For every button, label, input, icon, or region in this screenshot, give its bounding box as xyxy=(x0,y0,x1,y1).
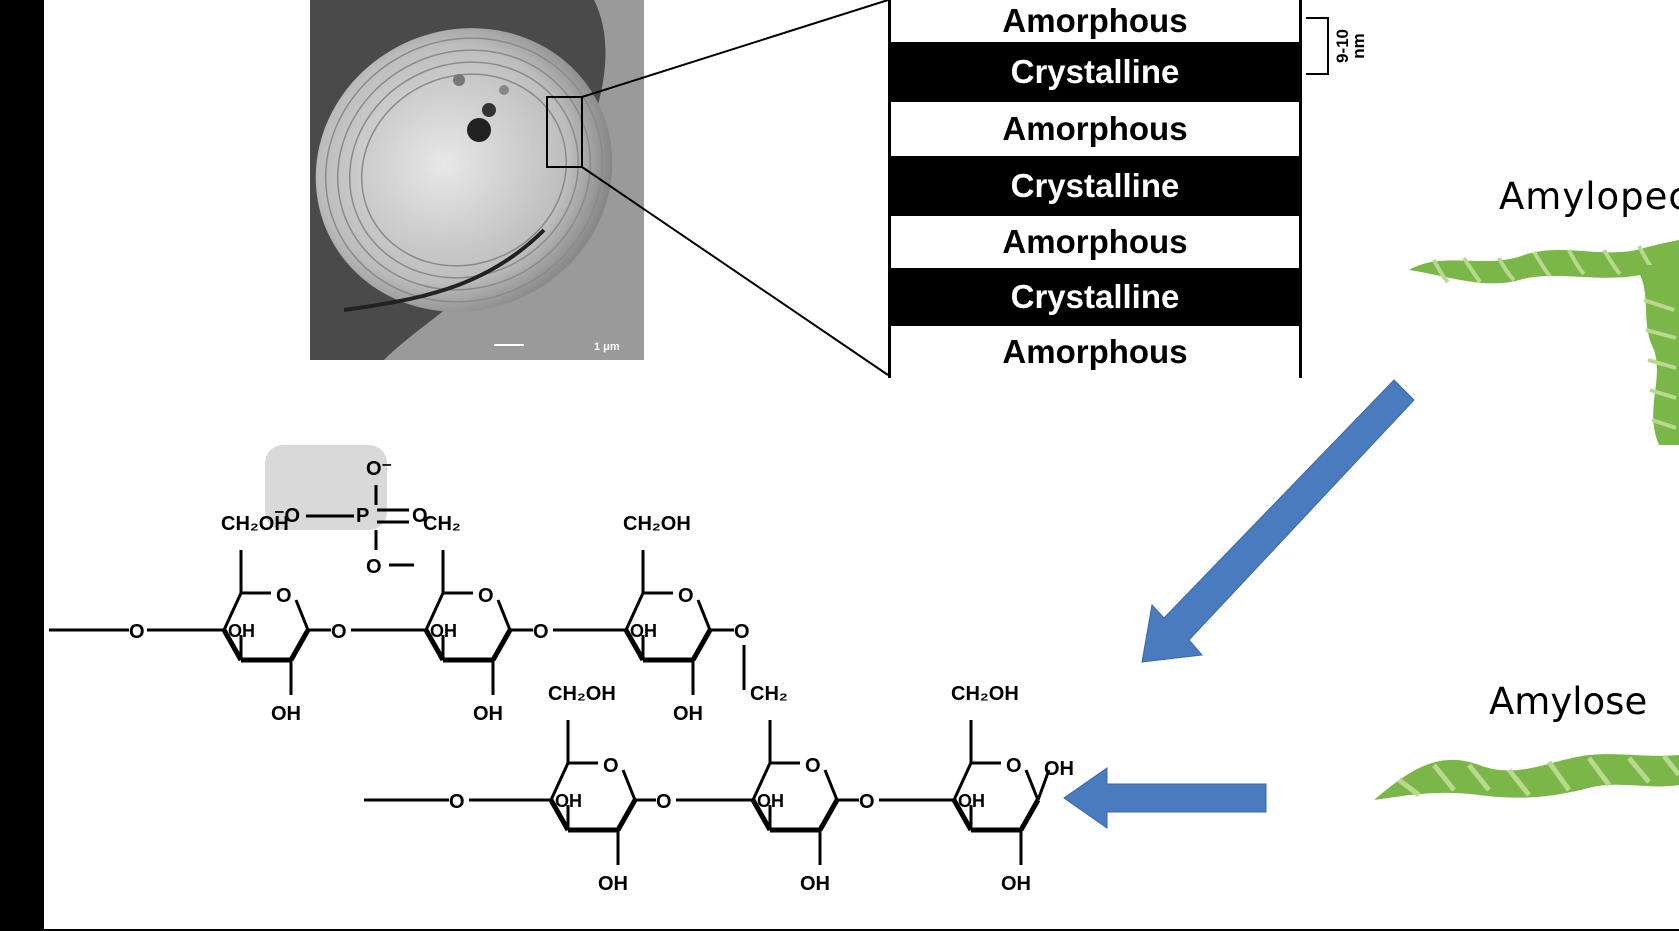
bond xyxy=(288,628,311,662)
glycosidic-oxygen: O xyxy=(449,791,465,813)
oh-group: OH xyxy=(958,791,985,811)
oh-group: OH xyxy=(757,791,784,811)
glycosidic-oxygen: O xyxy=(859,791,875,813)
oh-group: OH xyxy=(473,703,503,725)
bond xyxy=(750,798,773,832)
ch2oh-group: CH₂ xyxy=(423,513,461,535)
layer-amorphous: Amorphous xyxy=(891,102,1299,156)
amylopectin-helix xyxy=(1409,240,1679,445)
glycosidic-oxygen: O xyxy=(734,621,750,643)
ch2oh-group: CH₂ xyxy=(750,683,788,705)
glycosidic-oxygen: O xyxy=(129,621,145,643)
glycosidic-oxygen: O xyxy=(331,621,347,643)
ring-oxygen: O xyxy=(1006,755,1022,777)
glycosidic-oxygen: O xyxy=(656,791,672,813)
bond xyxy=(1036,769,1051,801)
oh-group: OH xyxy=(555,791,582,811)
bond xyxy=(294,599,310,631)
bond xyxy=(1024,769,1040,801)
ring-oxygen: O xyxy=(678,585,694,607)
bond xyxy=(222,592,243,631)
arrow-horizontal xyxy=(1063,767,1267,829)
layer-amorphous: Amorphous xyxy=(891,0,1299,42)
bond xyxy=(496,599,512,631)
ch2oh-group: CH₂OH xyxy=(951,683,1019,705)
amylose-helix xyxy=(1374,754,1679,800)
phosphate-ester-o: O xyxy=(366,556,382,578)
bond xyxy=(423,628,446,662)
amylopectin-label: Amylopec xyxy=(1499,175,1679,218)
bond xyxy=(549,762,570,801)
oh-group: OH xyxy=(800,873,830,895)
phosphate-p: P xyxy=(356,505,369,527)
oh-group: OH xyxy=(673,703,703,725)
layer-amorphous: Amorphous xyxy=(891,326,1299,378)
bond xyxy=(548,798,571,832)
micrograph-scale-text: 1 μm xyxy=(594,341,620,353)
bond xyxy=(624,592,645,631)
lamellae-layer-stack: Amorphous Crystalline Amorphous Crystall… xyxy=(888,0,1302,378)
oh-group: OH xyxy=(630,621,657,641)
bond xyxy=(817,798,840,832)
arrow-diagonal xyxy=(1141,379,1415,663)
bond xyxy=(696,599,712,631)
bond xyxy=(690,628,713,662)
phosphate-minus-o: ⁻O xyxy=(274,505,300,527)
amylose-label: Amylose xyxy=(1489,680,1648,723)
bond xyxy=(823,769,839,801)
oh-group: OH xyxy=(1001,873,1031,895)
layer-crystalline: Crystalline xyxy=(891,42,1299,102)
glycosidic-oxygen: O xyxy=(533,621,549,643)
starch-granule-micrograph: 1 μm xyxy=(310,0,644,360)
bond xyxy=(952,762,973,801)
layer-crystalline: Crystalline xyxy=(891,156,1299,216)
bond xyxy=(1018,798,1041,832)
figure-canvas: 1 μm Amorphous Crystalline Amorphous Cry… xyxy=(44,0,1679,929)
phosphate-o-minus: O⁻ xyxy=(366,458,392,480)
layer-crystalline: Crystalline xyxy=(891,268,1299,326)
oh-group: OH xyxy=(598,873,628,895)
ch2oh-group: CH₂OH xyxy=(548,683,616,705)
amylopectin-chemical-structure: OCH₂OHOHOHOCH₂OHOHOCH₂OHOHOHOCH₂OHOHOHOC… xyxy=(49,445,1074,895)
bond xyxy=(424,592,445,631)
arrows xyxy=(1063,379,1415,829)
phosphate-o: O xyxy=(412,505,428,527)
bond xyxy=(490,628,513,662)
ring-oxygen: O xyxy=(603,755,619,777)
bond xyxy=(751,762,772,801)
layer-amorphous: Amorphous xyxy=(891,216,1299,268)
zoom-lines xyxy=(581,0,1329,376)
bond xyxy=(221,628,244,662)
oh-group: OH xyxy=(430,621,457,641)
ring-oxygen: O xyxy=(478,585,494,607)
ring-oxygen: O xyxy=(805,755,821,777)
bond xyxy=(951,798,974,832)
ch2oh-group: CH₂OH xyxy=(221,513,289,535)
ch2oh-group: CH₂OH xyxy=(623,513,691,535)
oh-group: OH xyxy=(228,621,255,641)
ring-oxygen: O xyxy=(276,585,292,607)
anomeric-oh: OH xyxy=(1044,758,1074,780)
bond xyxy=(623,628,646,662)
oh-group: OH xyxy=(271,703,301,725)
bond xyxy=(615,798,638,832)
bond xyxy=(621,769,637,801)
